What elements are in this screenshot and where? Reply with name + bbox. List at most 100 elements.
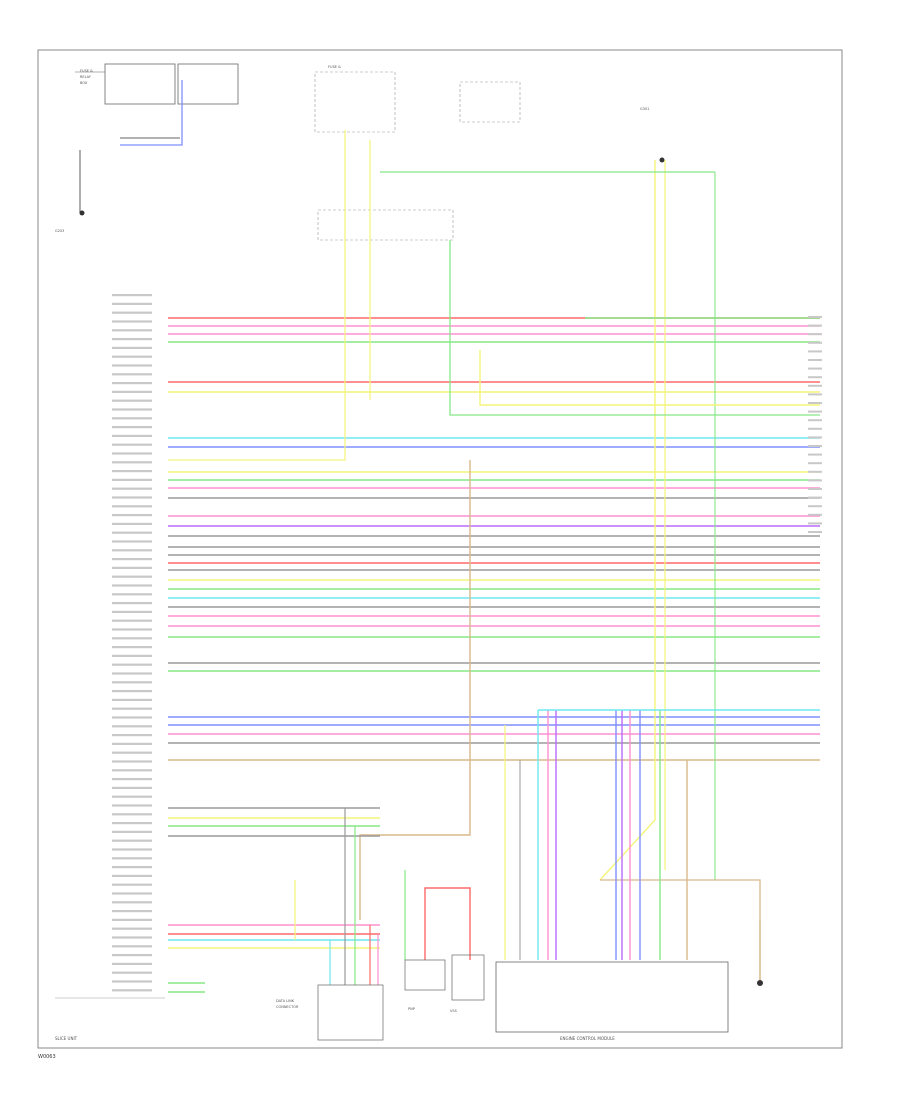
pin-label-stub <box>112 918 152 921</box>
footer-code: W0063 <box>38 1054 56 1060</box>
pin-label-stub <box>112 426 152 429</box>
pin-label-stub <box>112 338 152 341</box>
pin-label-stub <box>112 690 152 693</box>
pin-label-stub <box>112 971 152 974</box>
pin-label-stub <box>112 866 152 869</box>
pin-label-stub-right <box>808 470 822 473</box>
wire-red-loop <box>424 887 471 960</box>
pin-label-stub-right <box>808 341 822 344</box>
bottom-sensor1-label: PNP <box>408 1007 415 1011</box>
pin-label-stub <box>112 505 152 508</box>
pin-label-stub <box>112 786 152 789</box>
pin-label-stub <box>112 487 152 490</box>
wire-yellow-405 <box>479 350 820 406</box>
fuse-block-right-label: FUSE & <box>328 65 341 69</box>
pin-label-stub <box>112 320 152 323</box>
ground-right: G301 <box>640 107 665 163</box>
pin-label-stub <box>112 707 152 710</box>
pin-label-stub <box>112 795 152 798</box>
pin-label-stub <box>112 399 152 402</box>
pin-label-stub <box>112 751 152 754</box>
pin-label-stub <box>112 769 152 772</box>
pin-label-stub <box>112 989 152 992</box>
pin-label-stub <box>112 443 152 446</box>
ecm-caption: ENGINE CONTROL MODULE <box>560 1036 615 1041</box>
pin-label-stub <box>112 760 152 763</box>
pin-label-stub-right <box>808 376 822 379</box>
pin-label-stub-right <box>808 488 822 490</box>
pin-label-stub <box>112 434 152 437</box>
pin-label-stub <box>112 698 152 701</box>
bottom-sensor-1: PNP <box>404 959 446 1011</box>
pin-label-stub <box>112 778 152 781</box>
pin-label-stub <box>112 734 152 737</box>
pin-label-stub <box>112 804 152 807</box>
diagram-frame <box>37 49 843 1049</box>
pin-label-stub <box>112 408 152 411</box>
pin-label-stub <box>112 681 152 684</box>
pin-label-stub <box>112 954 152 957</box>
bottom-connector-left: DATA LINK CONNECTOR <box>276 984 384 1041</box>
ground-label: G203 <box>55 229 64 233</box>
pin-label-stub <box>112 452 152 455</box>
ground-bottom-right <box>757 920 763 986</box>
pin-label-stub <box>112 470 152 473</box>
pin-label-stub <box>112 874 152 877</box>
pin-label-stub <box>112 839 152 842</box>
pin-label-stub-right <box>808 402 822 404</box>
pin-label-stub-right <box>808 324 822 327</box>
pin-label-stub <box>112 382 152 385</box>
pin-label-stub <box>112 478 152 481</box>
pin-label-stub <box>112 619 152 622</box>
pin-label-stub <box>112 522 152 525</box>
pin-label-stub <box>112 364 152 367</box>
wire-blue-top <box>120 80 183 146</box>
pin-label-stub <box>112 901 152 904</box>
ground-symbol: G203 <box>55 150 85 233</box>
wire-green-415 <box>449 240 820 416</box>
fuse-block-left-label: FUSE & <box>80 69 93 73</box>
pin-label-stub <box>112 346 152 349</box>
pin-label-stub <box>112 654 152 657</box>
pin-label-stub-right <box>808 419 822 422</box>
pin-label-stub-right <box>808 522 822 525</box>
pin-label-stub <box>112 549 152 552</box>
frame-caption: SLICE UNIT <box>55 1036 78 1041</box>
pin-label-stub <box>112 848 152 851</box>
pin-label-stub-right <box>808 531 822 533</box>
pin-label-stub <box>112 813 152 816</box>
fuse-block-left-label-2: RELAY <box>80 75 92 79</box>
wire-group <box>55 80 820 999</box>
pin-label-stub <box>112 558 152 561</box>
pin-label-stub-right <box>808 427 822 430</box>
bottom-connector-label: DATA LINK <box>276 999 295 1003</box>
pin-label-stub <box>112 646 152 649</box>
pin-label-stub <box>112 910 152 913</box>
pin-label-stub <box>112 672 152 675</box>
pin-label-stub <box>112 716 152 719</box>
pin-label-stub <box>112 584 152 587</box>
pin-label-stub <box>112 294 152 297</box>
pin-label-stub <box>112 936 152 939</box>
pin-label-stub <box>112 417 152 420</box>
pin-label-stub <box>112 962 152 965</box>
pin-label-stub-right <box>808 436 822 439</box>
pin-label-stub <box>112 945 152 948</box>
pin-label-group <box>112 294 822 992</box>
wire-yellow-right <box>599 160 656 881</box>
fuse-block-left-label-3: BOX <box>80 81 88 85</box>
pin-label-stub <box>112 637 152 640</box>
pin-label-stub-right <box>808 367 822 370</box>
pin-label-stub-right <box>808 513 822 516</box>
pin-label-stub <box>112 883 152 886</box>
bottom-sensor2-label: VSS <box>450 1009 458 1013</box>
wire-yellow-vert <box>168 130 346 461</box>
pin-label-stub <box>112 628 152 631</box>
ground-right-label: G301 <box>640 107 649 111</box>
pin-label-stub-right <box>808 350 822 353</box>
pin-label-stub <box>112 302 152 305</box>
pin-label-stub-right <box>808 384 822 387</box>
pin-label-stub <box>112 593 152 596</box>
